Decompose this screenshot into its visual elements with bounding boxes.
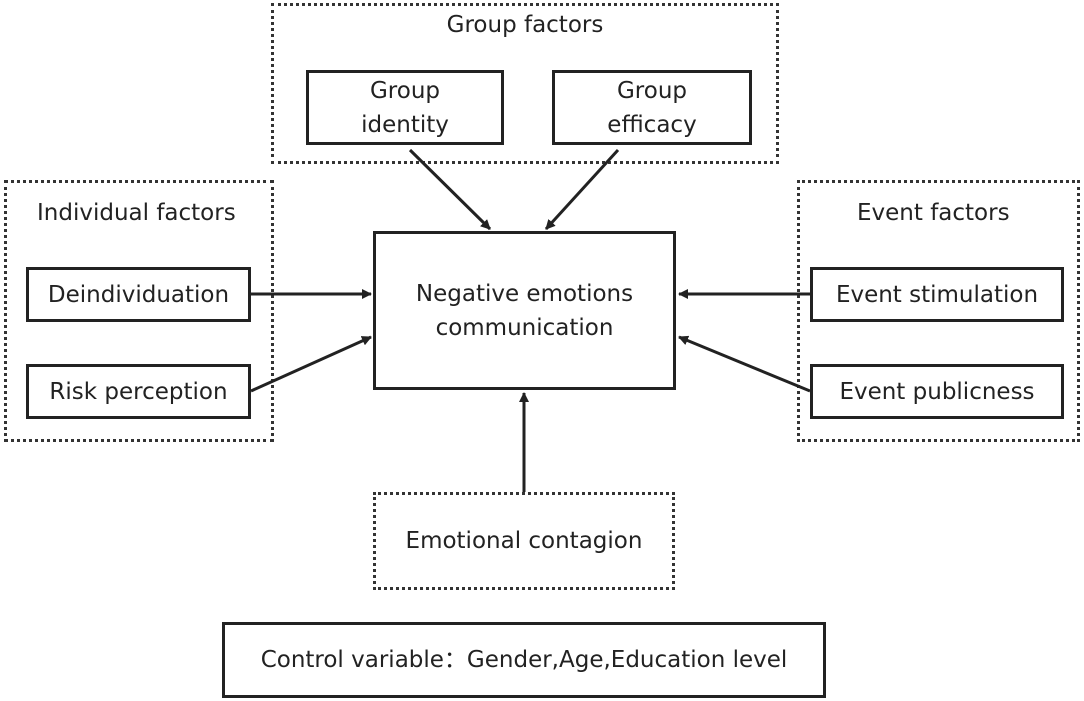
deindividuation-box: Deindividuation — [26, 267, 251, 322]
group-efficacy-box: Group efficacy — [552, 70, 752, 145]
arrow-event-publicness-to-center — [678, 335, 811, 393]
risk-perception-label: Risk perception — [49, 378, 228, 405]
event-factors-container — [797, 180, 1080, 442]
emotional-contagion-container — [373, 492, 675, 590]
arrow-risk-perception-to-center — [250, 335, 372, 393]
arrow-group-efficacy-to-center — [544, 148, 620, 231]
event-stimulation-label: Event stimulation — [835, 281, 1039, 308]
emotional-contagion-label: Emotional contagion — [405, 528, 643, 554]
event-publicness-box: Event publicness — [810, 364, 1064, 419]
individual-factors-container — [4, 180, 274, 442]
event-publicness-label: Event publicness — [839, 378, 1035, 405]
group-efficacy-line2: efficacy — [607, 111, 697, 138]
group-identity-line2: identity — [361, 111, 449, 138]
negative-emotions-line1: Negative emotions — [415, 280, 634, 307]
individual-factors-title: Individual factors — [37, 200, 236, 226]
negative-emotions-line2: communication — [435, 314, 614, 341]
group-identity-line1: Group — [369, 77, 441, 104]
group-factors-title: Group factors — [446, 12, 604, 38]
group-efficacy-line1: Group — [616, 77, 688, 104]
arrow-group-identity-to-center — [408, 148, 492, 231]
group-factors-container — [271, 3, 779, 164]
event-factors-title: Event factors — [857, 200, 1010, 226]
negative-emotions-box: Negative emotions communication — [373, 231, 676, 390]
deindividuation-label: Deindividuation — [47, 281, 230, 308]
control-variable-label: Control variable：Gender,Age,Education le… — [260, 647, 788, 673]
event-stimulation-box: Event stimulation — [810, 267, 1064, 322]
risk-perception-box: Risk perception — [26, 364, 251, 419]
group-identity-box: Group identity — [306, 70, 504, 145]
control-variable-box: Control variable：Gender,Age,Education le… — [222, 622, 826, 698]
